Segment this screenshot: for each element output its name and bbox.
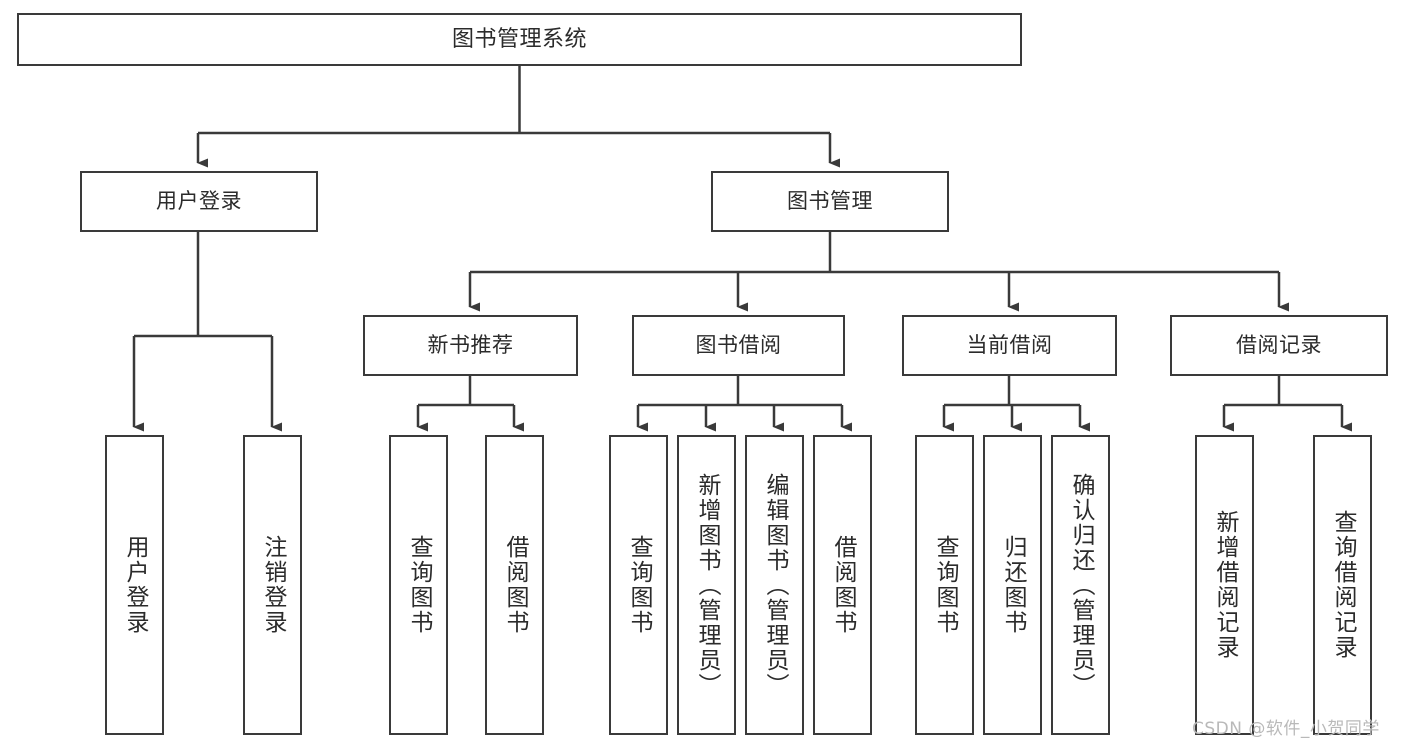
leaf-borrow-book[interactable]: 借阅图书 bbox=[813, 435, 872, 735]
leaf-logout[interactable]: 注销登录 bbox=[243, 435, 302, 735]
leaf-query-book-current-label: 查询图书 bbox=[932, 535, 958, 635]
leaf-query-borrow-record-label: 查询借阅记录 bbox=[1330, 510, 1356, 660]
leaf-user-login-label: 用户登录 bbox=[122, 535, 148, 635]
leaf-return-book-label: 归还图书 bbox=[1000, 535, 1026, 635]
leaf-logout-label: 注销登录 bbox=[260, 535, 286, 635]
leaf-borrow-book-newbook[interactable]: 借阅图书 bbox=[485, 435, 544, 735]
leaf-add-book-admin[interactable]: 新增图书（管理员） bbox=[677, 435, 736, 735]
node-root[interactable]: 图书管理系统 bbox=[17, 13, 1022, 66]
node-new-book-recommend[interactable]: 新书推荐 bbox=[363, 315, 578, 376]
node-book-borrow-label: 图书借阅 bbox=[695, 333, 782, 358]
leaf-edit-book-admin[interactable]: 编辑图书（管理员） bbox=[745, 435, 804, 735]
node-user-login[interactable]: 用户登录 bbox=[80, 171, 318, 232]
node-book-borrow[interactable]: 图书借阅 bbox=[632, 315, 845, 376]
leaf-query-book-newbook-label: 查询图书 bbox=[406, 535, 432, 635]
node-book-management-label: 图书管理 bbox=[787, 189, 873, 214]
leaf-query-book-borrow[interactable]: 查询图书 bbox=[609, 435, 668, 735]
leaf-confirm-return-admin-label: 确认归还（管理员） bbox=[1068, 472, 1094, 698]
leaf-confirm-return-admin[interactable]: 确认归还（管理员） bbox=[1051, 435, 1110, 735]
leaf-edit-book-admin-label: 编辑图书（管理员） bbox=[762, 472, 788, 698]
leaf-user-login[interactable]: 用户登录 bbox=[105, 435, 164, 735]
node-borrow-record-label: 借阅记录 bbox=[1236, 333, 1322, 358]
leaf-query-book-current[interactable]: 查询图书 bbox=[915, 435, 974, 735]
node-borrow-record[interactable]: 借阅记录 bbox=[1170, 315, 1388, 376]
leaf-add-book-admin-label: 新增图书（管理员） bbox=[694, 472, 720, 698]
node-new-book-recommend-label: 新书推荐 bbox=[427, 333, 514, 358]
node-current-borrow-label: 当前借阅 bbox=[966, 333, 1053, 358]
leaf-query-book-borrow-label: 查询图书 bbox=[626, 535, 652, 635]
node-root-label: 图书管理系统 bbox=[451, 26, 587, 52]
csdn-watermark: CSDN @软件_小贺同学 bbox=[1192, 719, 1380, 739]
leaf-add-borrow-record[interactable]: 新增借阅记录 bbox=[1195, 435, 1254, 735]
leaf-query-borrow-record[interactable]: 查询借阅记录 bbox=[1313, 435, 1372, 735]
leaf-query-book-newbook[interactable]: 查询图书 bbox=[389, 435, 448, 735]
node-user-login-label: 用户登录 bbox=[156, 189, 242, 214]
leaf-borrow-book-newbook-label: 借阅图书 bbox=[502, 535, 528, 635]
node-current-borrow[interactable]: 当前借阅 bbox=[902, 315, 1117, 376]
node-book-management[interactable]: 图书管理 bbox=[711, 171, 949, 232]
leaf-return-book[interactable]: 归还图书 bbox=[983, 435, 1042, 735]
leaf-add-borrow-record-label: 新增借阅记录 bbox=[1212, 510, 1238, 660]
leaf-borrow-book-label: 借阅图书 bbox=[830, 535, 856, 635]
